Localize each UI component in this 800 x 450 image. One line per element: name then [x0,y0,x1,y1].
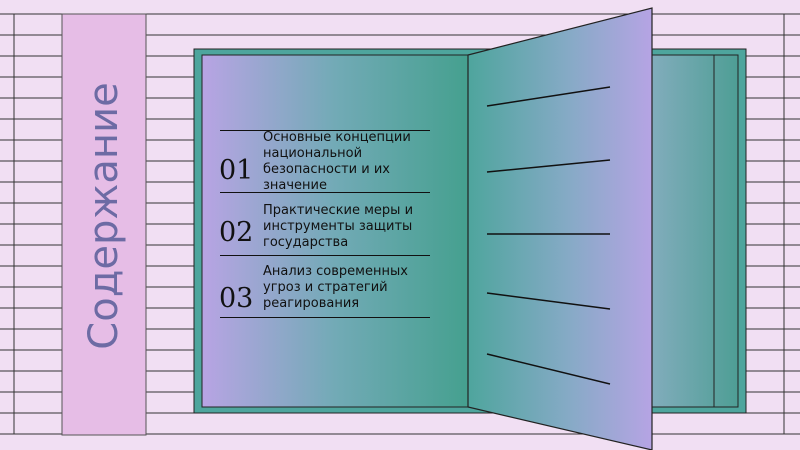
toc-item-text: Основные концепции национальной безопасн… [263,130,411,192]
toc-item-text: Практические меры и инструменты защиты г… [263,203,414,250]
toc-divider [220,255,430,256]
toc-item-number: 02 [219,217,254,248]
toc-divider [220,317,430,318]
book-left-page [201,54,469,408]
toc-item-text: Анализ современных угроз и стратегий реа… [263,264,408,311]
toc-divider [220,130,430,131]
turning-page-lines [486,86,611,385]
slide-title: Содержание [81,82,127,350]
toc-divider [220,192,430,193]
toc-item-number: 01 [219,155,254,186]
background-vertical-bars [13,14,785,434]
title-stripe [61,13,147,436]
toc-item-number: 03 [219,283,254,314]
book-turning-page [467,7,653,450]
